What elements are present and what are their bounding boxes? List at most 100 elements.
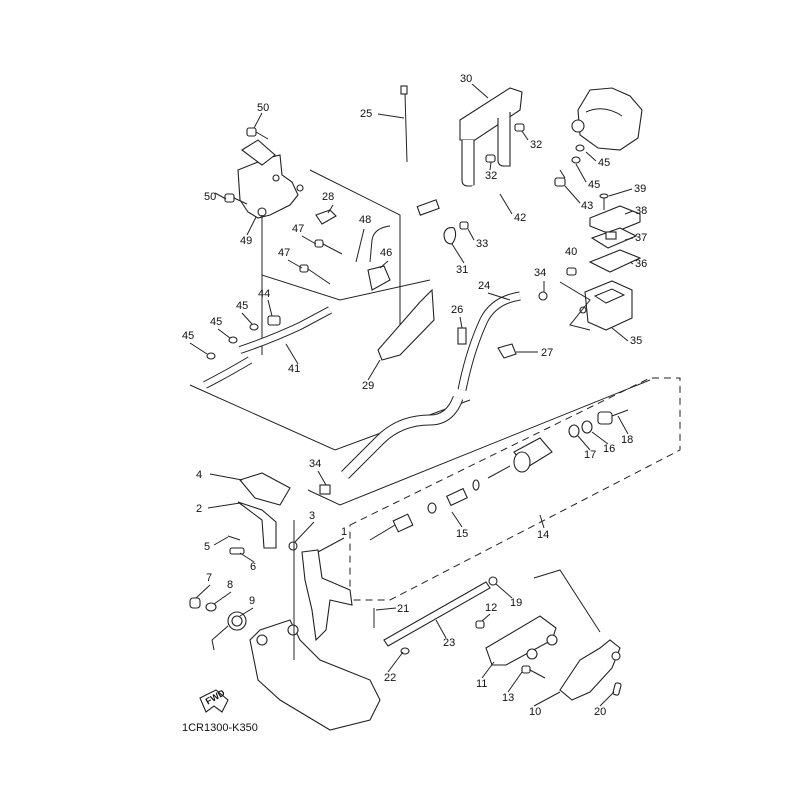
callout-50-b: 50 xyxy=(204,191,216,203)
callout-49: 49 xyxy=(240,235,252,247)
washer-part-45-caliper-b xyxy=(571,156,581,164)
callout-40: 40 xyxy=(565,246,577,258)
bolt-part-47-a xyxy=(314,239,343,255)
callout-30: 30 xyxy=(460,73,472,85)
nut-part-19 xyxy=(488,576,498,586)
callout-50-a: 50 xyxy=(257,102,269,114)
callout-27: 27 xyxy=(541,347,553,359)
bracket-part-49 xyxy=(237,139,304,219)
callout-34-b: 34 xyxy=(309,458,321,470)
callout-14: 14 xyxy=(537,529,549,541)
master-cylinder-part-14 xyxy=(513,437,553,473)
pipe-part-48 xyxy=(369,225,391,263)
bolt-part-32-b xyxy=(485,154,496,163)
callout-46: 46 xyxy=(380,247,392,259)
callout-12: 12 xyxy=(485,602,497,614)
callout-39: 39 xyxy=(634,183,646,195)
clip-part-34-top xyxy=(538,291,548,301)
callout-22: 22 xyxy=(384,672,396,684)
bolt-part-40 xyxy=(566,267,577,276)
callout-17: 17 xyxy=(584,449,596,461)
callout-2: 2 xyxy=(196,503,202,515)
callout-33: 33 xyxy=(476,238,488,250)
callout-11: 11 xyxy=(476,678,487,690)
callout-3: 3 xyxy=(309,510,315,522)
callout-7: 7 xyxy=(206,572,212,584)
clip-part-34-bottom xyxy=(319,484,331,495)
washer-part-45-caliper-a xyxy=(575,144,585,152)
callout-28: 28 xyxy=(322,191,334,203)
lever-part-10 xyxy=(559,639,621,701)
callout-37: 37 xyxy=(635,232,647,244)
lever-part-1 xyxy=(301,549,353,642)
callout-26: 26 xyxy=(451,304,463,316)
frame-base xyxy=(249,520,381,731)
cable-tie-part-25 xyxy=(400,85,408,163)
clamp-part-28 xyxy=(315,209,337,225)
clip-part-26 xyxy=(457,327,467,345)
leader-lines xyxy=(189,83,634,707)
caliper-assembly xyxy=(571,87,643,151)
fwd-arrow-icon: FWD xyxy=(199,687,229,713)
callout-29: 29 xyxy=(362,380,374,392)
callout-42: 42 xyxy=(514,212,526,224)
callout-9: 9 xyxy=(249,595,255,607)
callout-45-d: 45 xyxy=(598,157,610,169)
bracket-part-29 xyxy=(377,288,435,361)
callout-20: 20 xyxy=(594,706,606,718)
washer-part-45-left-c xyxy=(249,323,259,331)
callout-47-b: 47 xyxy=(278,247,290,259)
callout-23: 23 xyxy=(443,637,455,649)
spring-part-9 xyxy=(211,611,247,651)
bolt-part-47-b xyxy=(299,264,331,285)
pedal-pad-part-4 xyxy=(239,472,291,506)
bolt-part-33 xyxy=(459,221,469,230)
hose-part-42 xyxy=(409,156,581,217)
callout-45-b: 45 xyxy=(210,316,222,328)
callout-36: 36 xyxy=(635,258,647,270)
callout-48: 48 xyxy=(359,214,371,226)
callout-18: 18 xyxy=(621,434,633,446)
callout-32-a: 32 xyxy=(530,139,542,151)
plate-part-37 xyxy=(590,227,638,249)
piston-kit-part-15 xyxy=(369,465,511,541)
callout-41: 41 xyxy=(288,363,300,375)
callout-24: 24 xyxy=(478,280,490,292)
bolt-part-7 xyxy=(189,597,201,609)
cover-part-11 xyxy=(485,615,558,666)
hose-part-24 xyxy=(457,291,521,391)
screw-part-39 xyxy=(599,193,609,210)
callout-45-c: 45 xyxy=(182,330,194,342)
bolt-part-12 xyxy=(475,620,485,629)
callout-43: 43 xyxy=(581,200,593,212)
washer-part-45-left-b xyxy=(228,336,238,344)
callout-35: 35 xyxy=(630,335,642,347)
bolt-part-43 xyxy=(554,169,566,187)
callout-10: 10 xyxy=(529,706,541,718)
washer-part-45-left-a xyxy=(206,352,216,360)
bolt-part-32-a xyxy=(514,123,525,132)
callout-1: 1 xyxy=(341,526,347,538)
callout-13: 13 xyxy=(502,692,514,704)
washer-part-8 xyxy=(205,602,217,612)
callout-44: 44 xyxy=(258,288,270,300)
spring-part-3 xyxy=(288,541,298,551)
bracket-part-30 xyxy=(459,87,523,187)
union-part-46 xyxy=(367,265,391,291)
callout-34-a: 34 xyxy=(534,267,546,279)
diagram-code: 1CR1300-K350 xyxy=(182,722,258,734)
clamp-part-31 xyxy=(443,227,457,245)
callout-25: 25 xyxy=(360,108,372,120)
callout-19: 19 xyxy=(510,597,522,609)
callout-8: 8 xyxy=(227,579,233,591)
diaphragm-part-36 xyxy=(588,249,642,273)
callout-5: 5 xyxy=(204,541,210,553)
bolt-part-6 xyxy=(229,547,245,555)
bolt-part-50-top xyxy=(246,127,269,140)
hose-part-41 xyxy=(203,306,332,389)
snap-ring-part-17 xyxy=(568,424,580,438)
rod-part-18 xyxy=(597,409,629,425)
pedal-part-2 xyxy=(237,501,277,549)
callout-6: 6 xyxy=(250,561,256,573)
callouts: 1 2 3 4 5 6 7 8 9 10 11 12 13 14 15 16 1… xyxy=(182,73,647,718)
